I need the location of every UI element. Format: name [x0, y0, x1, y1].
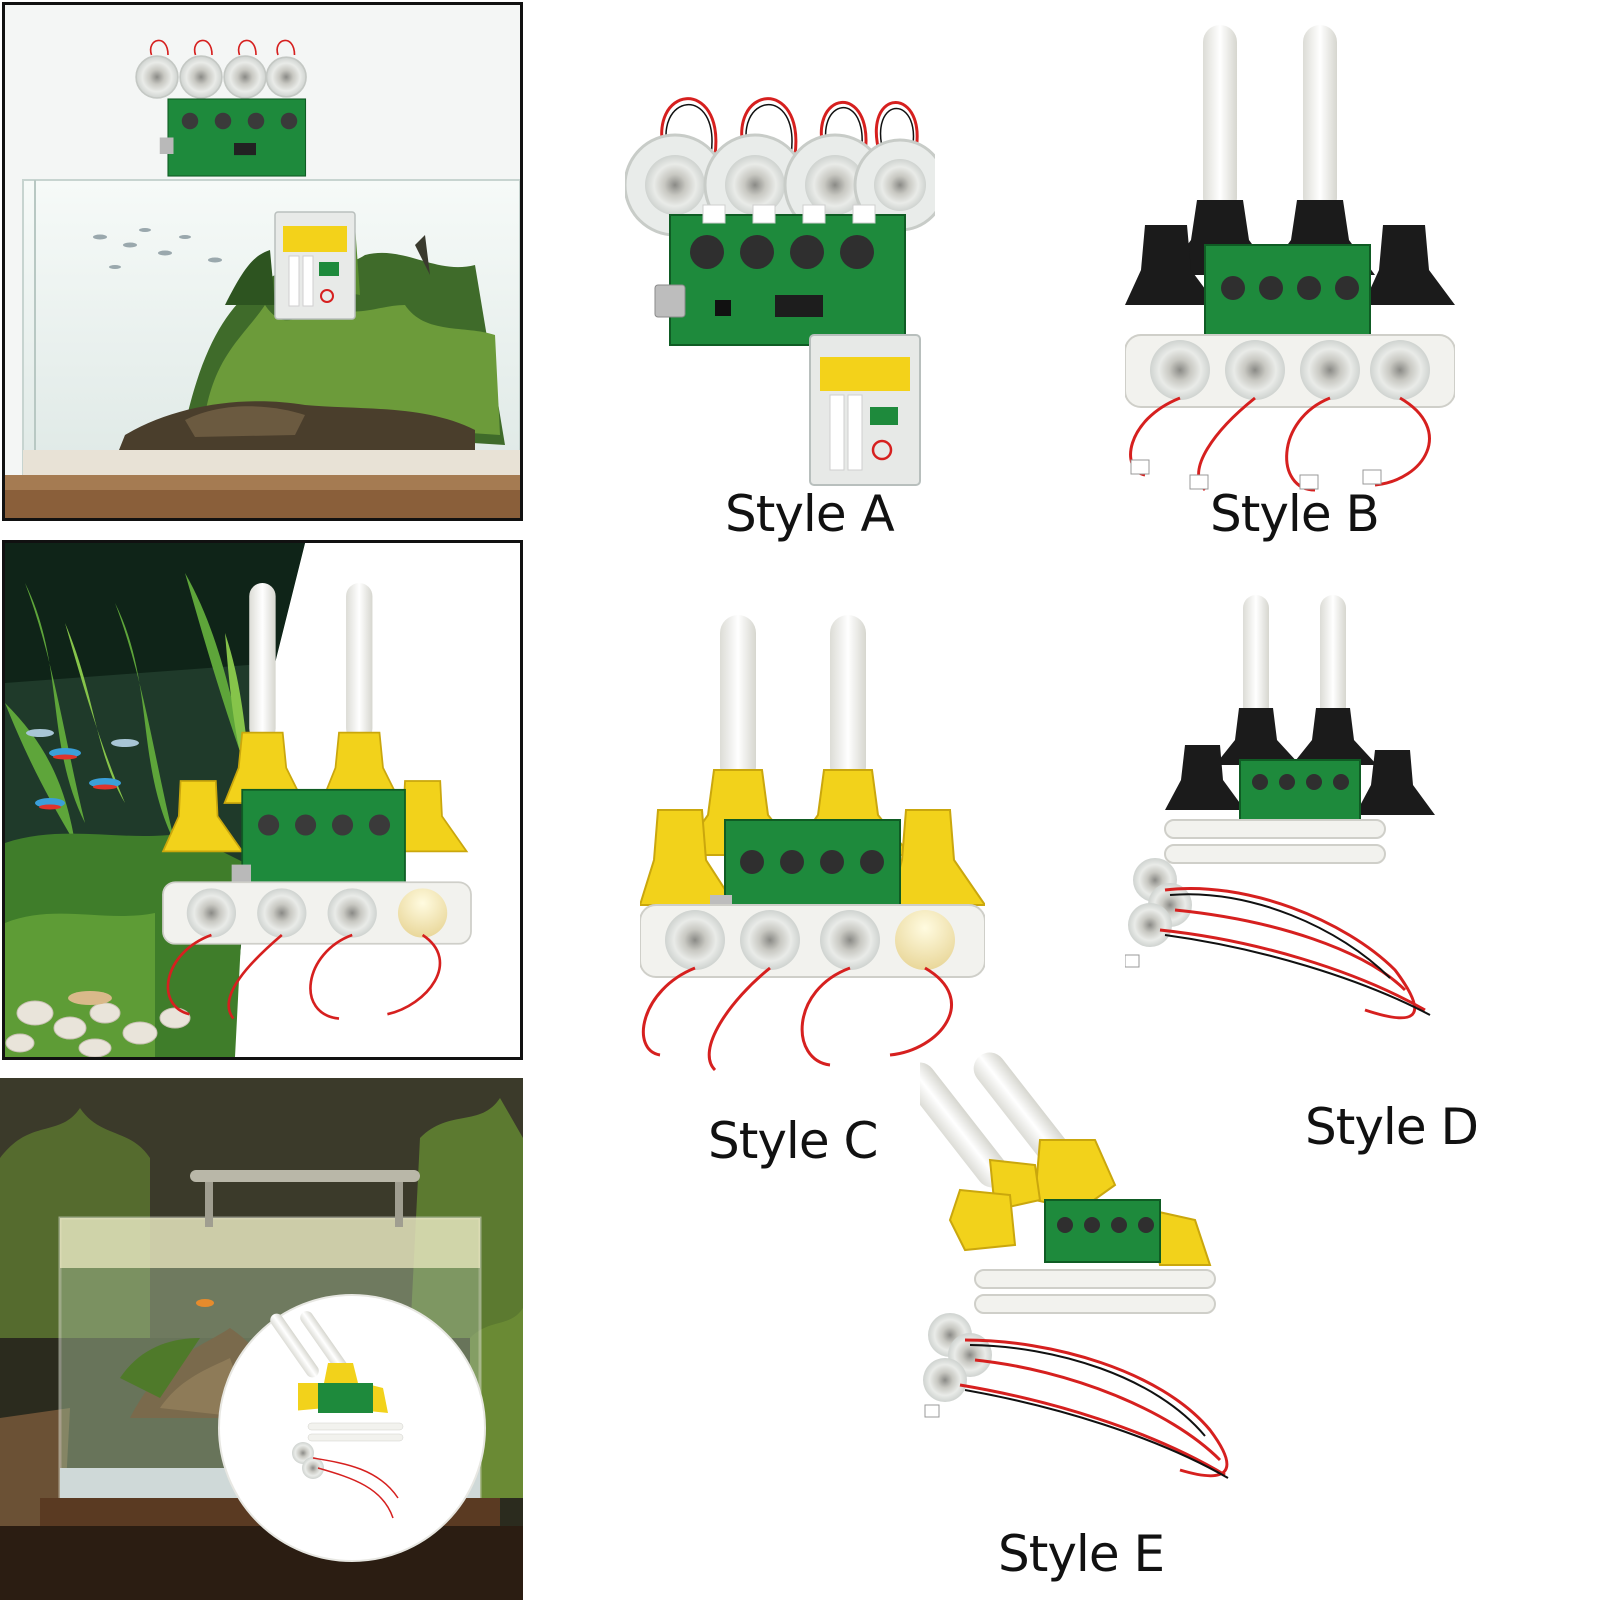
product-style-c [640, 610, 985, 1080]
aquarium-photo-style-c [2, 540, 523, 1060]
style-d-label: Style D [1305, 1098, 1479, 1156]
product-style-b [1125, 20, 1455, 495]
style-b-label: Style B [1210, 485, 1380, 543]
style-e-label: Style E [998, 1525, 1165, 1583]
product-style-a [625, 85, 935, 490]
style-a-label: Style A [725, 485, 895, 543]
aquarium-photo-style-a [2, 2, 523, 521]
product-style-e [920, 1050, 1265, 1490]
style-c-label: Style C [708, 1112, 878, 1170]
aquarium-photo-style-e [0, 1078, 523, 1600]
product-style-d [1125, 590, 1450, 1035]
